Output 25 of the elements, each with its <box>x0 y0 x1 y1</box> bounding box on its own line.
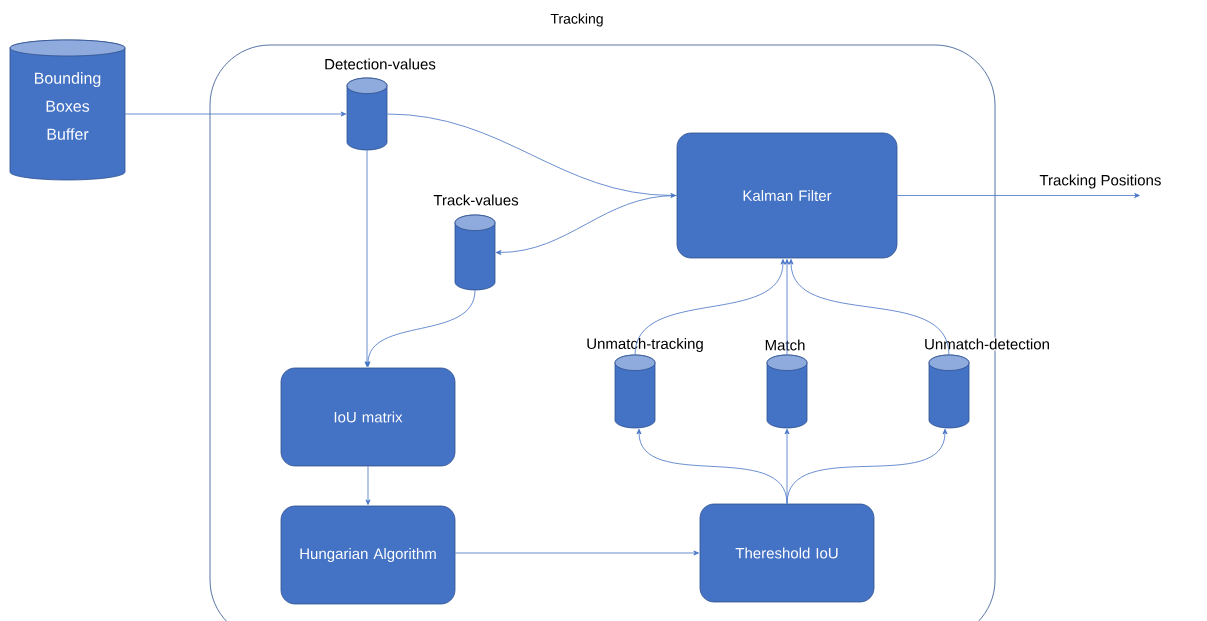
arrow <box>365 289 476 367</box>
cylinder-label: Unmatch-detection <box>923 337 1051 351</box>
cylinder-label: Unmatch-tracking <box>585 337 705 353</box>
arrow <box>897 193 1140 198</box>
process-box: Hungarian Algorithm <box>280 505 456 605</box>
arrow <box>634 259 786 356</box>
process-box: IoU matrix <box>280 367 456 467</box>
arrow <box>455 550 699 556</box>
arrow <box>788 259 950 356</box>
container-title: Tracking <box>550 13 603 27</box>
database-cylinder: Bounding Boxes Buffer <box>9 39 126 181</box>
cylinder-label: Match <box>763 338 807 352</box>
arrow <box>386 113 676 198</box>
arrow <box>364 149 370 367</box>
cylinder-label: Track-values <box>432 193 520 207</box>
arrow <box>495 195 677 255</box>
arrow <box>786 428 948 504</box>
arrow <box>365 466 371 505</box>
arrow <box>784 259 790 356</box>
process-box: Kalman Filter <box>676 132 898 259</box>
arrow <box>784 428 790 504</box>
arrow <box>124 111 347 117</box>
cylinder-label: Detection-values <box>323 57 437 71</box>
process-box: Thereshold IoU <box>699 503 875 603</box>
edge-label: Tracking Positions <box>1038 173 1163 190</box>
